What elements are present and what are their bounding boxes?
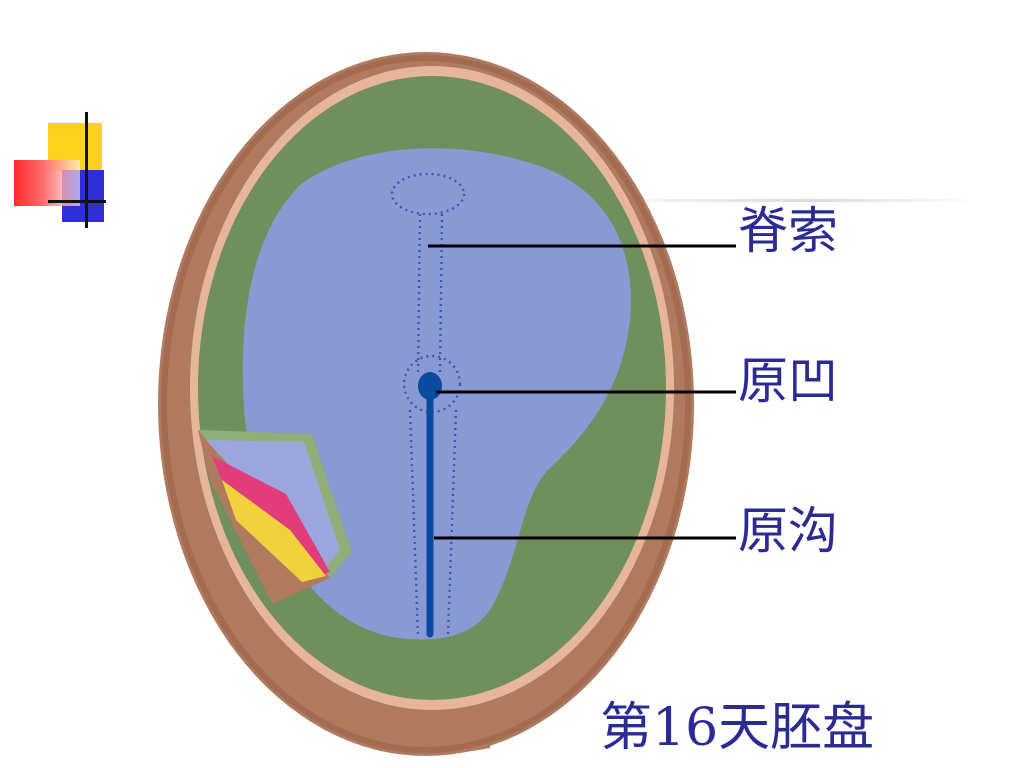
outer-wall-shade	[161, 55, 691, 753]
notochord-outline	[416, 213, 444, 375]
decor-vertical-line	[85, 112, 88, 228]
decor-faded-rule	[560, 199, 980, 202]
primitive-pit-label: 原凹	[738, 352, 838, 410]
notochord-label: 脊索	[738, 202, 838, 260]
diagram-caption: 第16天胚盘	[600, 698, 875, 758]
decor-horizontal-line	[48, 200, 106, 203]
prechordal-plate-outline	[390, 172, 466, 216]
decor-red-gradient-bar	[14, 160, 80, 206]
primitive-groove-label: 原沟	[738, 502, 838, 560]
primitive-streak-outline	[408, 409, 458, 637]
flap-yellow-layer	[222, 480, 326, 582]
